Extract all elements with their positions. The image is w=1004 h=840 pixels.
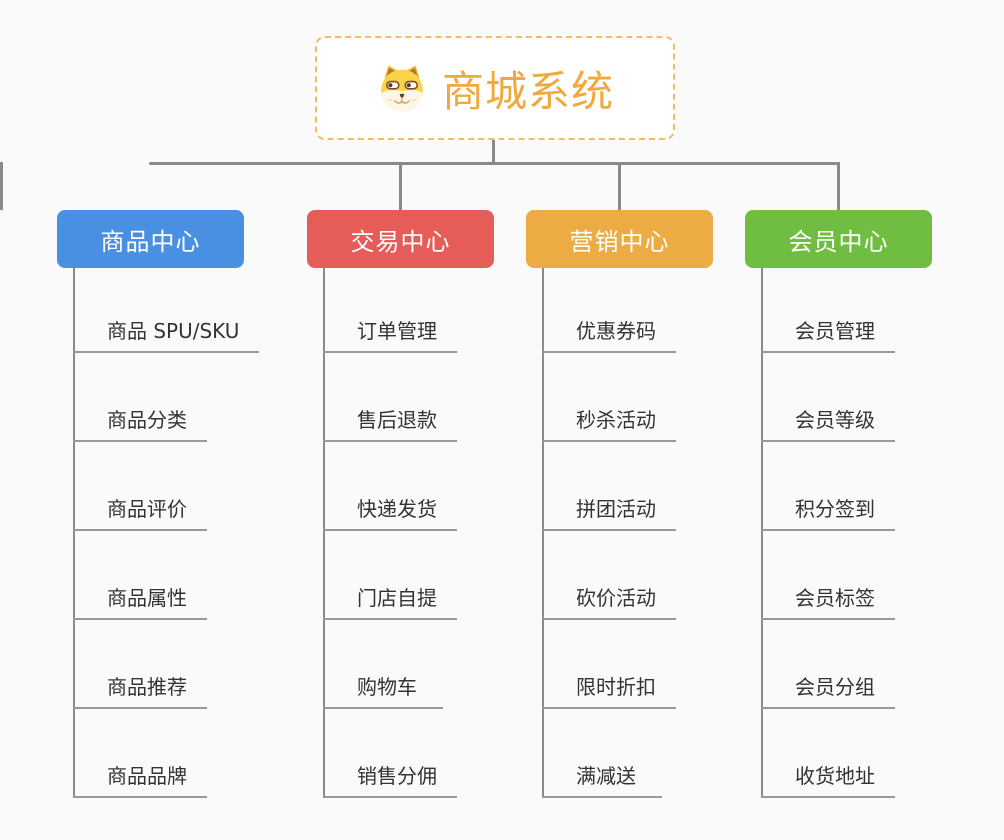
connector-root-stem (491, 140, 495, 165)
leaf-label: 商品分类 (107, 408, 187, 432)
leaf-node[interactable]: 售后退款 (323, 353, 457, 442)
leaf-label: 会员等级 (795, 408, 875, 432)
branch-label: 营销中心 (569, 227, 670, 256)
leaf-label: 收货地址 (795, 764, 875, 788)
leaf-node[interactable]: 满减送 (542, 709, 662, 798)
leaf-label: 会员标签 (795, 586, 875, 610)
connector-drop-3 (836, 162, 840, 210)
leaf-label: 商品属性 (107, 586, 187, 610)
connector-drop-1 (398, 162, 402, 210)
leaf-label: 满减送 (576, 764, 636, 788)
leaf-node[interactable]: 砍价活动 (542, 531, 676, 620)
connector-branch-line (323, 268, 325, 798)
leaf-label: 订单管理 (357, 319, 437, 343)
leaf-label: 商品品牌 (107, 764, 187, 788)
branch-items: 订单管理 售后退款 快递发货 门店自提 购物车 销售分佣 (323, 264, 457, 798)
leaf-label: 优惠券码 (576, 319, 656, 343)
leaf-label: 秒杀活动 (576, 408, 656, 432)
leaf-label: 购物车 (357, 675, 417, 699)
leaf-node[interactable]: 会员管理 (761, 264, 895, 353)
leaf-node[interactable]: 商品分类 (73, 353, 207, 442)
leaf-node[interactable]: 商品属性 (73, 531, 207, 620)
leaf-node[interactable]: 限时折扣 (542, 620, 676, 709)
leaf-node[interactable]: 收货地址 (761, 709, 895, 798)
leaf-node[interactable]: 拼团活动 (542, 442, 676, 531)
leaf-label: 门店自提 (357, 586, 437, 610)
branch-items: 优惠券码 秒杀活动 拼团活动 砍价活动 限时折扣 满减送 (542, 264, 676, 798)
leaf-label: 售后退款 (357, 408, 437, 432)
leaf-label: 商品 SPU/SKU (107, 319, 240, 343)
connector-drop-4 (0, 162, 3, 210)
leaf-node[interactable]: 销售分佣 (323, 709, 457, 798)
branch-column-3: 营销中心 优惠券码 秒杀活动 拼团活动 砍价活动 限时折扣 满减送 (526, 210, 786, 798)
leaf-node[interactable]: 门店自提 (323, 531, 457, 620)
leaf-label: 快递发货 (357, 497, 437, 521)
branch-node[interactable]: 营销中心 (526, 210, 713, 268)
leaf-node[interactable]: 订单管理 (323, 264, 457, 353)
branch-column-1: 商品中心 商品 SPU/SKU 商品分类 商品评价 商品属性 商品推荐 商品品牌 (57, 210, 317, 798)
leaf-label: 拼团活动 (576, 497, 656, 521)
leaf-label: 销售分佣 (357, 764, 437, 788)
leaf-node[interactable]: 快递发货 (323, 442, 457, 531)
leaf-node[interactable]: 会员分组 (761, 620, 895, 709)
leaf-node[interactable]: 购物车 (323, 620, 443, 709)
branch-label: 交易中心 (350, 227, 451, 256)
leaf-node[interactable]: 秒杀活动 (542, 353, 676, 442)
branch-label: 商品中心 (100, 227, 201, 256)
leaf-label: 限时折扣 (576, 675, 656, 699)
leaf-node[interactable]: 积分签到 (761, 442, 895, 531)
leaf-label: 商品评价 (107, 497, 187, 521)
connector-branch-line (73, 268, 75, 798)
leaf-label: 砍价活动 (576, 586, 656, 610)
leaf-label: 会员管理 (795, 319, 875, 343)
connector-drop-2 (617, 162, 621, 210)
root-node-mall-system[interactable]: 商城系统 (315, 36, 675, 140)
branch-label: 会员中心 (788, 227, 889, 256)
leaf-node[interactable]: 商品 SPU/SKU (73, 264, 260, 353)
branch-node[interactable]: 会员中心 (745, 210, 932, 268)
branch-node[interactable]: 商品中心 (57, 210, 244, 268)
leaf-label: 会员分组 (795, 675, 875, 699)
branch-column-4: 会员中心 会员管理 会员等级 积分签到 会员标签 会员分组 收货地址 (745, 210, 1004, 798)
branch-items: 商品 SPU/SKU 商品分类 商品评价 商品属性 商品推荐 商品品牌 (73, 264, 260, 798)
root-title: 商城系统 (441, 66, 614, 116)
shiba-dog-icon (381, 65, 423, 112)
leaf-node[interactable]: 商品推荐 (73, 620, 207, 709)
connector-branch-line (761, 268, 763, 798)
leaf-label: 商品推荐 (107, 675, 187, 699)
connector-branch-line (542, 268, 544, 798)
branch-items: 会员管理 会员等级 积分签到 会员标签 会员分组 收货地址 (761, 264, 895, 798)
leaf-label: 积分签到 (795, 497, 875, 521)
leaf-node[interactable]: 商品评价 (73, 442, 207, 531)
leaf-node[interactable]: 商品品牌 (73, 709, 207, 798)
branch-column-2: 交易中心 订单管理 售后退款 快递发货 门店自提 购物车 销售分佣 (307, 210, 567, 798)
leaf-node[interactable]: 会员标签 (761, 531, 895, 620)
leaf-node[interactable]: 会员等级 (761, 353, 895, 442)
connector-bus (148, 162, 839, 165)
leaf-node[interactable]: 优惠券码 (542, 264, 676, 353)
branch-node[interactable]: 交易中心 (307, 210, 494, 268)
